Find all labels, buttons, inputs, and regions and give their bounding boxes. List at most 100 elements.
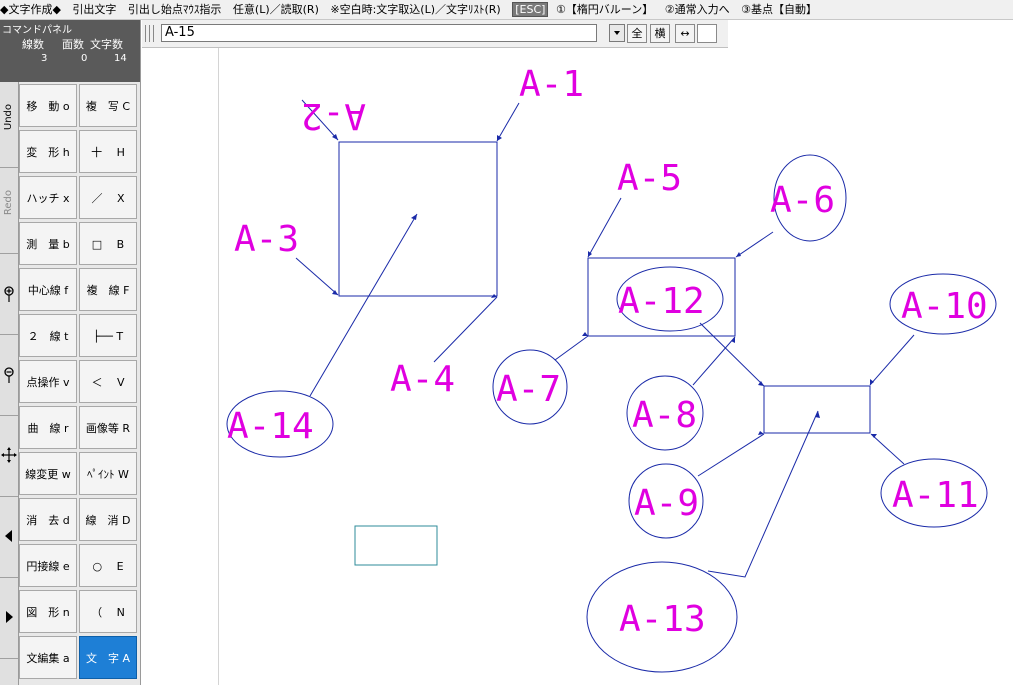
label-a5[interactable]: A-5: [617, 158, 682, 199]
label-a10[interactable]: A-10: [901, 286, 988, 327]
balloon-a10[interactable]: [889, 273, 997, 335]
label-a11[interactable]: A-11: [892, 475, 979, 516]
chevron-down-icon: [614, 31, 620, 35]
esc-badge[interactable]: [ESC]: [512, 2, 549, 17]
cmd-rectangle[interactable]: □ B: [79, 222, 137, 265]
cmd-dimension[interactable]: ├── T: [79, 314, 137, 357]
face-count-label: 面数: [62, 38, 84, 51]
redo-button[interactable]: Redo: [0, 168, 18, 254]
rectangle-small-teal[interactable]: [354, 525, 438, 566]
cmd-cross[interactable]: 十 H: [79, 130, 137, 173]
line-count-label: 線数: [22, 38, 44, 51]
cmd-copy[interactable]: 複 写 C: [79, 84, 137, 127]
cmd-measure[interactable]: 測 量 b: [19, 222, 77, 265]
leader-a4: [433, 296, 498, 363]
leader-a10: [869, 334, 915, 386]
label-a6[interactable]: A-6: [770, 180, 835, 221]
cmd-point-edit[interactable]: 点操作 v: [19, 360, 77, 403]
balloon-a14[interactable]: [226, 390, 334, 458]
balloon-a12[interactable]: [616, 266, 724, 332]
cmd-line-erase[interactable]: 線 消 D: [79, 498, 137, 541]
text-input[interactable]: A-15: [161, 24, 597, 42]
arrow-toggle-button[interactable]: ↔: [675, 24, 695, 43]
triangle-right-icon: [6, 611, 13, 623]
balloon-a13[interactable]: [586, 561, 738, 673]
cmd-text[interactable]: 文 字 A: [79, 636, 137, 679]
status-item: 任意(L)／読取(R): [232, 3, 319, 16]
all-button[interactable]: 全: [627, 24, 647, 43]
rectangle-large[interactable]: [338, 141, 498, 297]
label-a13[interactable]: A-13: [619, 599, 706, 640]
panel-header: コマンドパネル 線数 面数 文字数 3 0 14: [0, 20, 140, 82]
label-a7[interactable]: A-7: [496, 369, 561, 410]
label-a2[interactable]: A-2: [301, 95, 366, 136]
cmd-line-change[interactable]: 線変更 w: [19, 452, 77, 495]
panel-title: コマンドパネル: [2, 25, 72, 36]
cmd-circle[interactable]: ○ E: [79, 544, 137, 587]
line-count: 3: [41, 53, 48, 64]
drawing-canvas[interactable]: A-1 A-2 A-3 A-4 A-5 A-6 A-10 A-12 A-7 A-…: [141, 48, 1013, 685]
cmd-paint[interactable]: ﾍﾟｲﾝﾄ W: [79, 452, 137, 495]
rectangle-middle[interactable]: [587, 257, 736, 337]
cmd-line[interactable]: ／ X: [79, 176, 137, 219]
balloon-a11[interactable]: [880, 458, 988, 528]
cmd-hatch[interactable]: ハッチ x: [19, 176, 77, 219]
cmd-arc[interactable]: （ N: [79, 590, 137, 633]
cmd-center-line[interactable]: 中心線 f: [19, 268, 77, 311]
leader-a8: [692, 336, 736, 386]
option-normal-input[interactable]: ②通常入力へ: [664, 3, 730, 16]
cmd-curve[interactable]: 曲 線 r: [19, 406, 77, 449]
label-a8[interactable]: A-8: [632, 395, 697, 436]
cmd-erase[interactable]: 消 去 d: [19, 498, 77, 541]
pan-button[interactable]: [0, 416, 18, 497]
leader-a9: [697, 433, 765, 477]
scroll-right-button[interactable]: [0, 578, 18, 659]
face-count: 0: [81, 53, 88, 64]
rectangle-right[interactable]: [763, 385, 871, 434]
label-a9[interactable]: A-9: [634, 483, 699, 524]
mode-title: ◆文字作成◆: [0, 3, 61, 16]
label-a3[interactable]: A-3: [234, 219, 299, 260]
status-item: 引出し始点ﾏｳｽ指示: [127, 3, 222, 16]
horizontal-button[interactable]: 横: [650, 24, 670, 43]
command-panel: コマンドパネル 線数 面数 文字数 3 0 14 Undo Redo: [0, 20, 141, 685]
label-a12[interactable]: A-12: [618, 281, 705, 322]
balloon-a9[interactable]: [628, 463, 704, 539]
balloon-a7[interactable]: [492, 349, 568, 425]
cmd-offset-line[interactable]: 複 線 F: [79, 268, 137, 311]
guide-line: [218, 48, 219, 685]
leader-a14: [309, 213, 418, 397]
status-item: 引出文字: [72, 3, 117, 16]
leader-a1: [496, 102, 520, 142]
balloon-a8[interactable]: [626, 375, 704, 451]
scroll-left-button[interactable]: [0, 497, 18, 578]
label-a4[interactable]: A-4: [390, 359, 455, 400]
leader-a12: [699, 322, 765, 387]
cmd-transform[interactable]: 変 形 h: [19, 130, 77, 173]
side-strip: Undo Redo: [0, 82, 19, 685]
cmd-double-line[interactable]: ２ 線 t: [19, 314, 77, 357]
cmd-shape[interactable]: 図 形 n: [19, 590, 77, 633]
cmd-angle[interactable]: ＜ V: [79, 360, 137, 403]
option-base-point[interactable]: ③基点【自動】: [741, 3, 817, 16]
label-a14[interactable]: A-14: [227, 406, 314, 447]
zoom-in-icon: [4, 286, 14, 302]
leader-a7: [554, 335, 589, 361]
triangle-left-icon: [5, 530, 12, 542]
color-swatch[interactable]: [697, 24, 717, 43]
status-bar: ◆文字作成◆ 引出文字 引出し始点ﾏｳｽ指示 任意(L)／読取(R) ※空白時:…: [0, 0, 1013, 20]
label-a1[interactable]: A-1: [519, 64, 584, 105]
zoom-out-button[interactable]: [0, 335, 18, 416]
cmd-image[interactable]: 画像等 R: [79, 406, 137, 449]
undo-button[interactable]: Undo: [0, 82, 18, 168]
balloon-a6[interactable]: [773, 154, 847, 242]
leader-a11: [870, 433, 905, 465]
cmd-tangent[interactable]: 円接線 e: [19, 544, 77, 587]
option-ellipse-balloon[interactable]: ①【楕円バルーン】: [555, 3, 654, 16]
cmd-text-edit[interactable]: 文編集 a: [19, 636, 77, 679]
toolbar-grip[interactable]: [145, 25, 157, 42]
zoom-out-icon: [4, 367, 14, 383]
cmd-move[interactable]: 移 動 o: [19, 84, 77, 127]
zoom-in-button[interactable]: [0, 254, 18, 335]
text-dropdown-button[interactable]: [609, 24, 625, 42]
